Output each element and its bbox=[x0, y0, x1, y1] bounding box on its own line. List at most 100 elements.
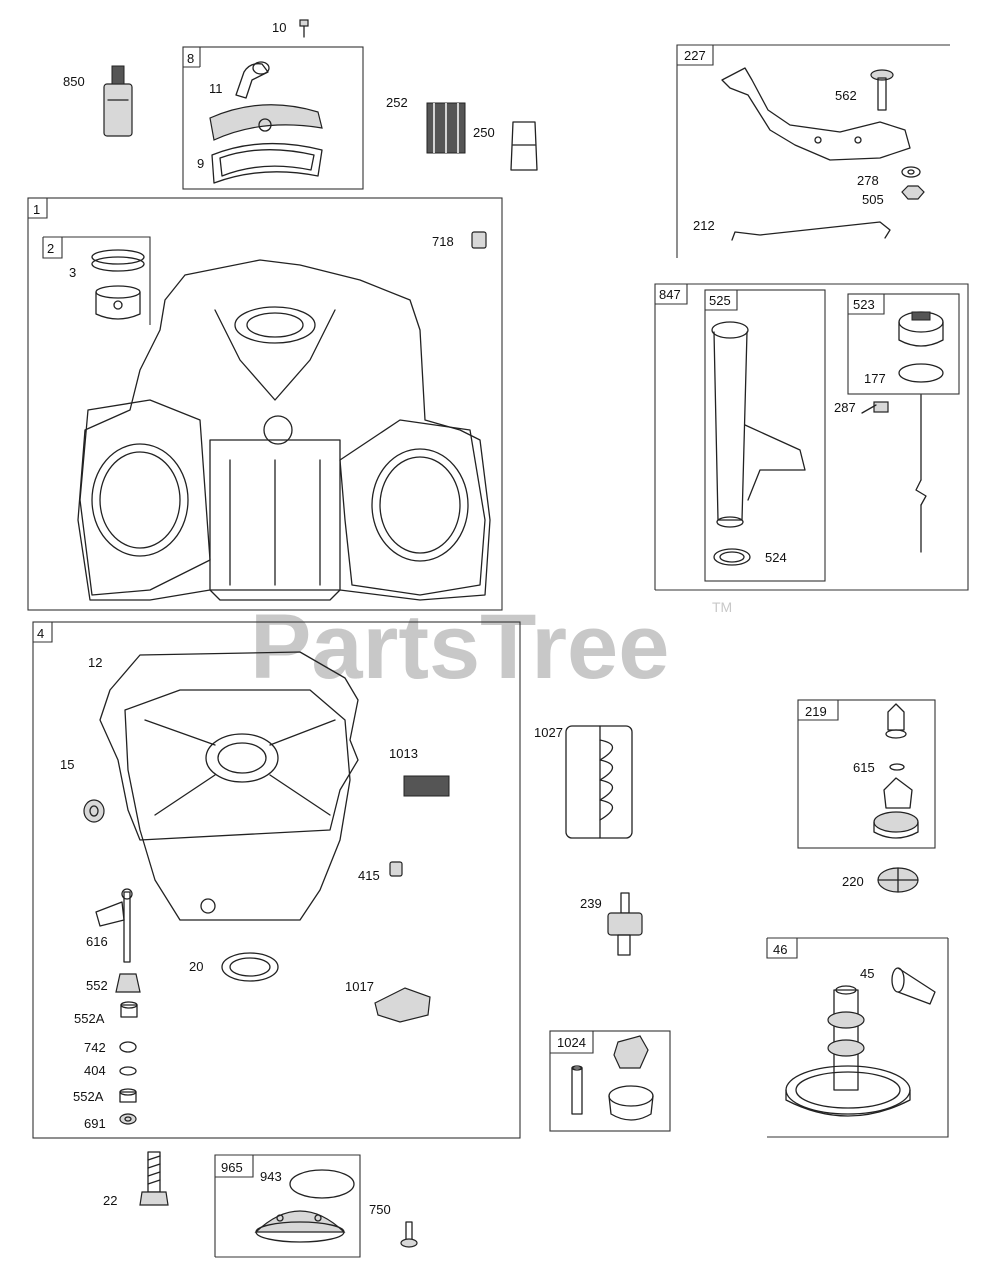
piston-icon bbox=[95, 285, 141, 320]
gasket-943-icon bbox=[289, 1169, 355, 1199]
label-943: 943 bbox=[260, 1169, 282, 1184]
group-box-227 bbox=[676, 44, 950, 258]
washer-691-icon bbox=[119, 1113, 137, 1125]
bolt-10-icon bbox=[299, 19, 309, 38]
cylinder-block-icon bbox=[77, 259, 491, 601]
screw-287-icon bbox=[861, 401, 889, 414]
label-847: 847 bbox=[659, 287, 681, 302]
o-ring-524-icon bbox=[713, 548, 751, 566]
piston-rings-icon bbox=[91, 249, 145, 272]
shaft-45-icon bbox=[891, 967, 936, 1005]
sealant-tube-icon bbox=[103, 65, 133, 137]
pin-219-icon bbox=[885, 703, 907, 739]
label-404: 404 bbox=[84, 1063, 106, 1078]
spool-552a-icon bbox=[120, 1001, 138, 1018]
nut-505-icon bbox=[901, 185, 925, 200]
label-15: 15 bbox=[60, 757, 74, 772]
label-11: 11 bbox=[209, 81, 223, 96]
label-524: 524 bbox=[765, 550, 787, 565]
oil-sensor-icon bbox=[607, 892, 643, 956]
group-box-523 bbox=[847, 293, 960, 395]
label-3: 3 bbox=[69, 265, 76, 280]
dipstick-rod-icon bbox=[915, 394, 927, 553]
label-20: 20 bbox=[189, 959, 203, 974]
label-22: 22 bbox=[103, 1193, 117, 1208]
label-177: 177 bbox=[864, 371, 886, 386]
label-219: 219 bbox=[805, 704, 827, 719]
label-227: 227 bbox=[684, 48, 706, 63]
breather-cover-icon bbox=[209, 104, 323, 141]
plug-415-icon bbox=[389, 861, 403, 877]
label-1013: 1013 bbox=[389, 746, 418, 761]
governor-shaft-icon bbox=[95, 888, 133, 963]
label-1017: 1017 bbox=[345, 979, 374, 994]
group-box-4 bbox=[32, 621, 521, 1139]
label-4: 4 bbox=[37, 626, 44, 641]
dipstick-cap-icon bbox=[898, 311, 944, 347]
label-287: 287 bbox=[834, 400, 856, 415]
camshaft-gear-icon bbox=[785, 985, 911, 1117]
sleeve-250-icon bbox=[510, 121, 538, 171]
dipstick-tube-icon bbox=[711, 321, 806, 528]
group-box-2 bbox=[42, 236, 151, 325]
label-562: 562 bbox=[835, 88, 857, 103]
label-12: 12 bbox=[88, 655, 102, 670]
label-691: 691 bbox=[84, 1116, 106, 1131]
governor-cup-552-icon bbox=[115, 973, 141, 993]
crankcase-cover-icon bbox=[124, 689, 351, 921]
breather-965-icon bbox=[254, 1210, 346, 1243]
label-742: 742 bbox=[84, 1040, 106, 1055]
label-616: 616 bbox=[86, 934, 108, 949]
watermark: PartsTree bbox=[250, 596, 669, 698]
label-250: 250 bbox=[473, 125, 495, 140]
label-1: 1 bbox=[33, 202, 40, 217]
label-9: 9 bbox=[197, 156, 204, 171]
oil-pickup-1017-icon bbox=[374, 987, 431, 1023]
label-252: 252 bbox=[386, 95, 408, 110]
oil-seal-20-icon bbox=[221, 952, 279, 982]
governor-gear-icon bbox=[873, 777, 919, 839]
label-415: 415 bbox=[358, 868, 380, 883]
group-box-219 bbox=[797, 699, 936, 849]
label-212: 212 bbox=[693, 218, 715, 233]
washer-278-icon bbox=[901, 166, 921, 178]
label-8: 8 bbox=[187, 51, 194, 66]
control-bracket-icon bbox=[721, 67, 911, 161]
label-46: 46 bbox=[773, 942, 787, 957]
o-ring-177-icon bbox=[898, 363, 944, 383]
label-615: 615 bbox=[853, 760, 875, 775]
group-box-965 bbox=[214, 1154, 361, 1258]
screw-750-icon bbox=[400, 1221, 418, 1248]
label-45: 45 bbox=[860, 966, 874, 981]
label-220: 220 bbox=[842, 874, 864, 889]
group-box-525 bbox=[704, 289, 826, 582]
label-278: 278 bbox=[857, 173, 879, 188]
label-965: 965 bbox=[221, 1160, 243, 1175]
label-1024: 1024 bbox=[557, 1035, 586, 1050]
bolt-562-icon bbox=[870, 69, 894, 111]
group-box-847 bbox=[654, 283, 969, 591]
label-552a-2: 552A bbox=[73, 1089, 104, 1104]
label-750: 750 bbox=[369, 1202, 391, 1217]
filter-element-icon bbox=[426, 102, 466, 154]
label-2: 2 bbox=[47, 241, 54, 256]
label-718: 718 bbox=[432, 234, 454, 249]
link-rod-icon bbox=[731, 221, 891, 241]
retainer-742-icon bbox=[119, 1041, 137, 1053]
label-850: 850 bbox=[63, 74, 85, 89]
group-box-1 bbox=[27, 197, 503, 611]
label-525: 525 bbox=[709, 293, 731, 308]
group-box-46 bbox=[766, 937, 949, 1138]
filter-screen-1013-icon bbox=[403, 775, 450, 797]
group-box-1024 bbox=[549, 1030, 671, 1132]
gear-1024-icon bbox=[608, 1035, 654, 1121]
label-523: 523 bbox=[853, 297, 875, 312]
label-10: 10 bbox=[272, 20, 286, 35]
gasket-9-icon bbox=[211, 142, 323, 184]
spool-552a-2-icon bbox=[119, 1088, 137, 1103]
watermark-tm: TM bbox=[712, 599, 732, 615]
oil-filter-icon bbox=[565, 725, 633, 839]
bolt-22-icon bbox=[139, 1151, 169, 1206]
washer-615-icon bbox=[889, 763, 905, 771]
